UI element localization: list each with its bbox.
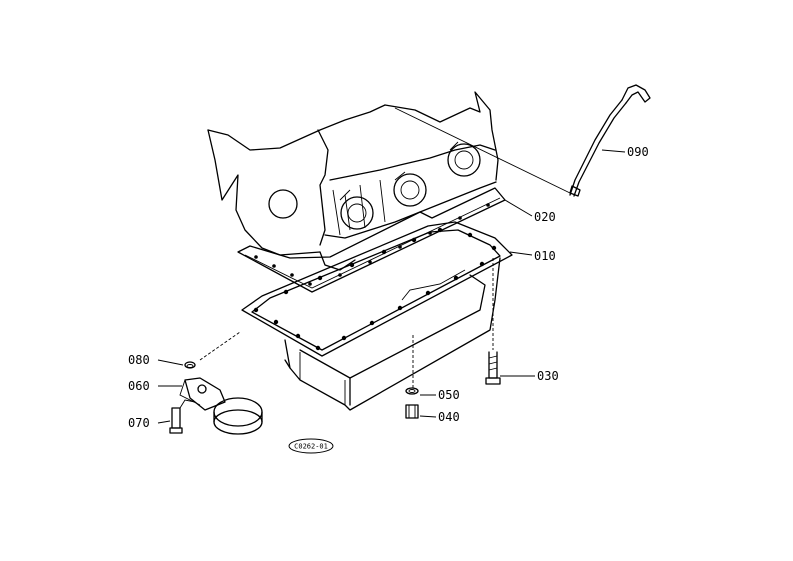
washer-050	[405, 387, 419, 395]
bolt-030	[485, 351, 501, 385]
engine-block	[207, 91, 499, 271]
label-part-020: 020	[534, 210, 556, 224]
dipstick-090	[569, 84, 651, 197]
label-part-030: 030	[537, 369, 559, 383]
bolt-070	[169, 399, 196, 434]
leader-lines	[157, 149, 626, 424]
o-ring-080	[184, 361, 196, 369]
label-part-090: 090	[627, 145, 649, 159]
oil-strainer-060	[179, 377, 263, 435]
label-part-010: 010	[534, 249, 556, 263]
gasket-010	[241, 221, 513, 357]
oil-pan	[284, 257, 501, 411]
stamp-text: C0262-01	[294, 443, 328, 451]
label-part-050: 050	[438, 388, 460, 402]
alignment-lines	[199, 107, 571, 388]
label-part-080: 080	[128, 353, 150, 367]
drain-plug-040	[405, 404, 419, 419]
label-part-040: 040	[438, 410, 460, 424]
gasket-020	[237, 187, 506, 293]
reference-stamp: C0262-01	[288, 438, 334, 454]
label-part-070: 070	[128, 416, 150, 430]
label-part-060: 060	[128, 379, 150, 393]
